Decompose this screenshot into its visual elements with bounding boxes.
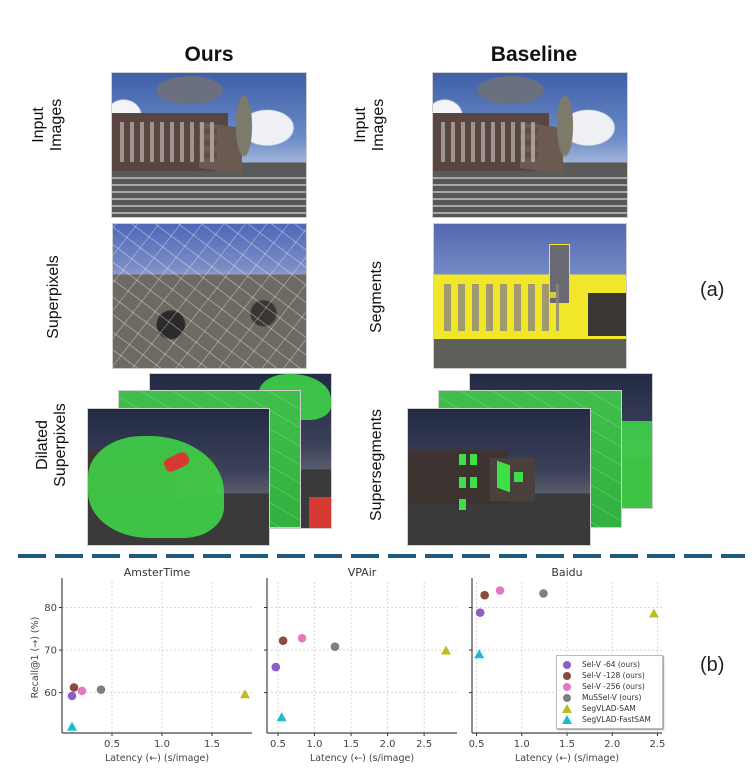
ours-column-title: Ours bbox=[184, 43, 234, 66]
svg-text:1.0: 1.0 bbox=[154, 739, 170, 750]
panel-a-label: (a) bbox=[700, 279, 725, 301]
circle-marker-icon bbox=[563, 682, 571, 691]
svg-text:Latency (←) (s/image): Latency (←) (s/image) bbox=[310, 753, 414, 764]
svg-text:VPAir: VPAir bbox=[348, 566, 377, 579]
ours-dilated-layer-1 bbox=[87, 408, 270, 546]
legend-item: SegVLAD-SAM bbox=[562, 703, 657, 714]
panel-b-label: (b) bbox=[700, 654, 725, 676]
legend-item: SegVLAD-FastSAM bbox=[562, 714, 657, 725]
legend-label: Sel-V -128 (ours) bbox=[582, 671, 645, 680]
svg-text:1.5: 1.5 bbox=[343, 739, 359, 750]
svg-text:0.5: 0.5 bbox=[104, 739, 120, 750]
svg-text:2.5: 2.5 bbox=[416, 739, 432, 750]
svg-text:2.0: 2.0 bbox=[604, 739, 620, 750]
legend-label: Sel-V -256 (ours) bbox=[582, 682, 645, 691]
baseline-input-image bbox=[432, 72, 628, 218]
svg-text:0.5: 0.5 bbox=[270, 739, 286, 750]
legend-item: Sel-V -128 (ours) bbox=[562, 670, 657, 681]
svg-text:60: 60 bbox=[44, 688, 57, 699]
ours-superpixels-image bbox=[112, 223, 307, 369]
baseline-column-title: Baseline bbox=[490, 43, 578, 66]
svg-text:1.0: 1.0 bbox=[307, 739, 323, 750]
circle-marker-icon bbox=[563, 693, 571, 702]
legend-item: Sel-V -256 (ours) bbox=[562, 681, 657, 692]
svg-text:Baidu: Baidu bbox=[551, 566, 582, 579]
legend-label: SegVLAD-SAM bbox=[582, 704, 636, 713]
circle-marker-icon bbox=[563, 671, 571, 680]
svg-text:Recall@1 (→) (%): Recall@1 (→) (%) bbox=[30, 617, 41, 699]
triangle-marker-icon bbox=[562, 704, 572, 713]
baseline-supersegments-layer-1 bbox=[407, 408, 591, 546]
svg-text:Latency (←) (s/image): Latency (←) (s/image) bbox=[105, 753, 209, 764]
svg-text:1.5: 1.5 bbox=[204, 739, 220, 750]
ours-input-image bbox=[111, 72, 307, 218]
svg-text:1.5: 1.5 bbox=[559, 739, 575, 750]
section-divider bbox=[18, 554, 745, 558]
svg-text:2.5: 2.5 bbox=[650, 739, 666, 750]
legend-item: MuSSel-V (ours) bbox=[562, 692, 657, 703]
legend-label: SegVLAD-FastSAM bbox=[582, 715, 651, 724]
svg-text:1.0: 1.0 bbox=[514, 739, 530, 750]
baseline-segments-image bbox=[433, 223, 627, 369]
svg-text:80: 80 bbox=[44, 603, 57, 614]
chart-legend: Sel-V -64 (ours) Sel-V -128 (ours) Sel-V… bbox=[556, 655, 663, 729]
triangle-marker-icon bbox=[562, 715, 572, 724]
svg-text:Latency (←) (s/image): Latency (←) (s/image) bbox=[515, 753, 619, 764]
legend-label: MuSSel-V (ours) bbox=[582, 693, 642, 702]
circle-marker-icon bbox=[563, 660, 571, 669]
svg-text:70: 70 bbox=[44, 646, 57, 657]
legend-label: Sel-V -64 (ours) bbox=[582, 660, 641, 669]
svg-text:0.5: 0.5 bbox=[469, 739, 485, 750]
svg-text:2.0: 2.0 bbox=[380, 739, 396, 750]
legend-item: Sel-V -64 (ours) bbox=[562, 659, 657, 670]
svg-text:AmsterTime: AmsterTime bbox=[124, 566, 191, 579]
